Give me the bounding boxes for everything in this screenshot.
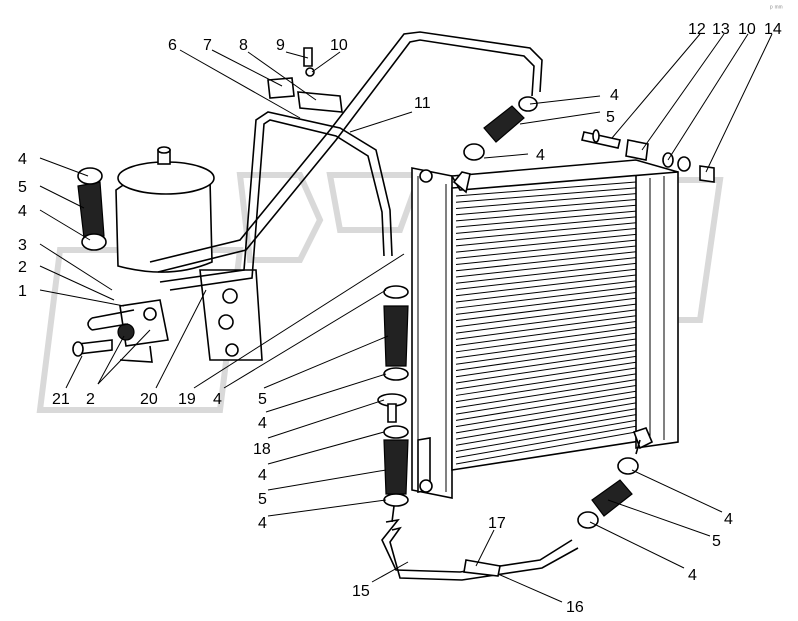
radiator-fin-line	[455, 210, 637, 228]
radiator-fin-line	[455, 373, 637, 403]
radiator-fin-line	[455, 425, 637, 459]
callout-10-right: 10	[738, 21, 756, 38]
callout-4-right-2: 4	[688, 567, 697, 584]
radiator-fin-line	[455, 181, 637, 197]
radiator-fin-line	[455, 251, 637, 272]
callout-19: 19	[178, 391, 196, 408]
radiator-fin-line	[455, 350, 637, 378]
callout-1: 1	[18, 283, 27, 300]
radiator-fin-line	[455, 326, 637, 353]
callout-21: 21	[52, 391, 70, 408]
radiator	[411, 159, 679, 499]
radiator-fin-line	[455, 233, 637, 253]
radiator-fin-line	[455, 309, 637, 334]
radiator-fin-line	[455, 390, 637, 421]
callout-14: 14	[764, 21, 782, 38]
clamp-parts	[267, 47, 343, 113]
expansion-tank	[72, 146, 263, 363]
radiator-fin-line	[455, 414, 637, 446]
callout-4-bottom-1: 4	[213, 391, 222, 408]
callout-4-left-2: 4	[18, 203, 27, 220]
radiator-fin-line	[455, 268, 637, 290]
radiator-fin-line	[455, 262, 637, 284]
callout-6: 6	[168, 37, 177, 54]
callout-13: 13	[712, 21, 730, 38]
radiator-fin-line	[455, 355, 637, 384]
radiator-fin-line	[455, 216, 637, 234]
radiator-fin-line	[455, 274, 637, 297]
radiator-fin-line	[455, 338, 637, 365]
callout-17: 17	[488, 515, 506, 532]
radiator-fin-line	[455, 228, 637, 247]
callout-4-top-2: 4	[536, 147, 545, 164]
radiator-fin-line	[455, 222, 637, 241]
radiator-fin-line	[455, 291, 637, 315]
callout-2-bottom: 2	[86, 391, 95, 408]
radiator-fin-line	[455, 297, 637, 322]
callout-8: 8	[239, 37, 248, 54]
callout-labels: 6 7 8 9 10 11 4 5 4 3 2 1 21 2 20 19 4 5…	[18, 21, 782, 616]
callout-10-top: 10	[330, 37, 348, 54]
callout-5-right: 5	[712, 533, 721, 550]
radiator-fin-line	[455, 239, 637, 259]
callout-9: 9	[276, 37, 285, 54]
radiator-fin-line	[455, 361, 637, 390]
callout-3: 3	[18, 237, 27, 254]
lower-pipe	[381, 518, 579, 581]
callout-2-left: 2	[18, 259, 27, 276]
callout-11: 11	[414, 95, 431, 112]
radiator-fin-line	[455, 193, 637, 209]
radiator-fin-line	[455, 280, 637, 303]
fastener-parts	[581, 129, 715, 183]
callout-5-bottom-2: 5	[258, 491, 267, 508]
leader-lines	[39, 33, 773, 603]
callout-5-bottom-1: 5	[258, 391, 267, 408]
callout-16: 16	[566, 599, 584, 616]
callout-15: 15	[352, 583, 370, 600]
radiator-fin-line	[455, 344, 637, 372]
lower-right-hose	[577, 439, 641, 529]
callout-18: 18	[253, 441, 271, 458]
radiator-fin-line	[455, 419, 637, 453]
radiator-fin-line	[455, 408, 637, 440]
callout-20: 20	[140, 391, 158, 408]
callout-5-left: 5	[18, 179, 27, 196]
radiator-fins	[455, 181, 637, 465]
radiator-fin-line	[455, 257, 637, 278]
callout-4-top-1: 4	[610, 87, 619, 104]
vertical-hose-stack	[377, 285, 409, 523]
radiator-fin-line	[455, 402, 637, 434]
radiator-fin-line	[455, 431, 637, 465]
radiator-fin-line	[455, 321, 637, 347]
radiator-fin-line	[455, 367, 637, 396]
radiator-fin-line	[455, 286, 637, 309]
radiator-fin-line	[455, 396, 637, 428]
radiator-fin-line	[455, 303, 637, 328]
watermark-text: ᵖ ᵐᵐ	[770, 5, 783, 12]
callout-4-bottom-2: 4	[258, 415, 267, 432]
radiator-fin-line	[455, 187, 637, 203]
upper-pipe	[149, 31, 543, 291]
callout-4-right-1: 4	[724, 511, 733, 528]
upper-hose	[463, 96, 538, 161]
callout-7: 7	[203, 37, 212, 54]
radiator-fin-line	[455, 245, 637, 266]
callout-4-bottom-4: 4	[258, 515, 267, 532]
radiator-fin-line	[455, 315, 637, 340]
radiator-fin-line	[455, 198, 637, 216]
radiator-fin-line	[455, 384, 637, 415]
radiator-fin-line	[455, 204, 637, 222]
callout-4-bottom-3: 4	[258, 467, 267, 484]
left-hose	[77, 167, 107, 251]
callout-12: 12	[688, 21, 706, 38]
callout-5-top: 5	[606, 109, 615, 126]
callout-4-left-1: 4	[18, 151, 27, 168]
radiator-fin-line	[455, 379, 637, 409]
radiator-fin-line	[455, 332, 637, 359]
